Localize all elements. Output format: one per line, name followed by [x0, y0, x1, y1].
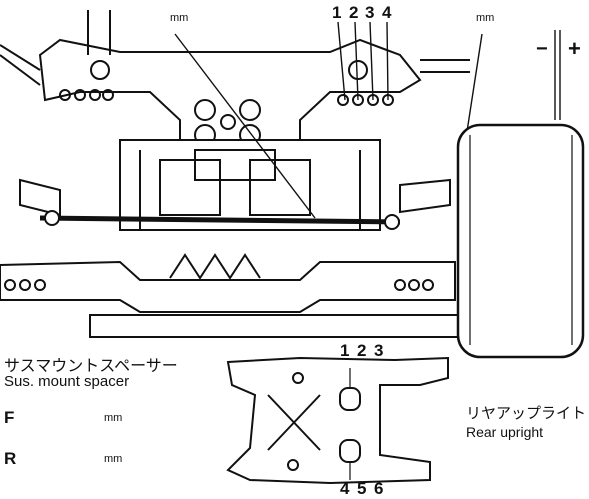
mount-hole-3: 3 [365, 3, 375, 22]
drive-shaft [39, 210, 401, 230]
rear-wheel [456, 123, 585, 359]
arm-hole-3: 3 [374, 341, 384, 360]
upright-label-jp: リヤアップライト [466, 404, 587, 422]
spacer-row-rear-unit: mm [104, 453, 123, 465]
spacer-title-en: Sus. mount spacer [4, 373, 130, 390]
chassis-plate [89, 314, 461, 338]
gearbox-body [19, 139, 451, 231]
right-unit-label: mm [476, 12, 495, 24]
lower-arm [0, 253, 456, 313]
spacer-title-jp: サスマウントスペーサー [4, 356, 178, 375]
arm-detail [226, 356, 449, 485]
plus-sign-label: + [568, 36, 581, 61]
arm-hole-4: 4 [340, 479, 350, 498]
spacer-row-rear-letter: R [4, 449, 17, 468]
shock-tower [38, 38, 422, 161]
mount-hole-4: 4 [382, 3, 392, 22]
upright-label-en: Rear upright [466, 424, 544, 440]
upper-rods [0, 10, 470, 86]
center-unit-label: mm [170, 12, 189, 24]
arm-hole-5: 5 [357, 479, 367, 498]
mount-hole-1: 1 [332, 3, 342, 22]
spacer-row-front-letter: F [4, 408, 15, 427]
arm-hole-6: 6 [374, 479, 384, 498]
spacer-row-front-unit: mm [104, 412, 123, 424]
arm-hole-1: 1 [340, 341, 350, 360]
mount-hole-2: 2 [349, 3, 359, 22]
arm-hole-2: 2 [357, 341, 367, 360]
minus-sign-label: − [536, 38, 548, 60]
camber-guides [554, 30, 561, 120]
